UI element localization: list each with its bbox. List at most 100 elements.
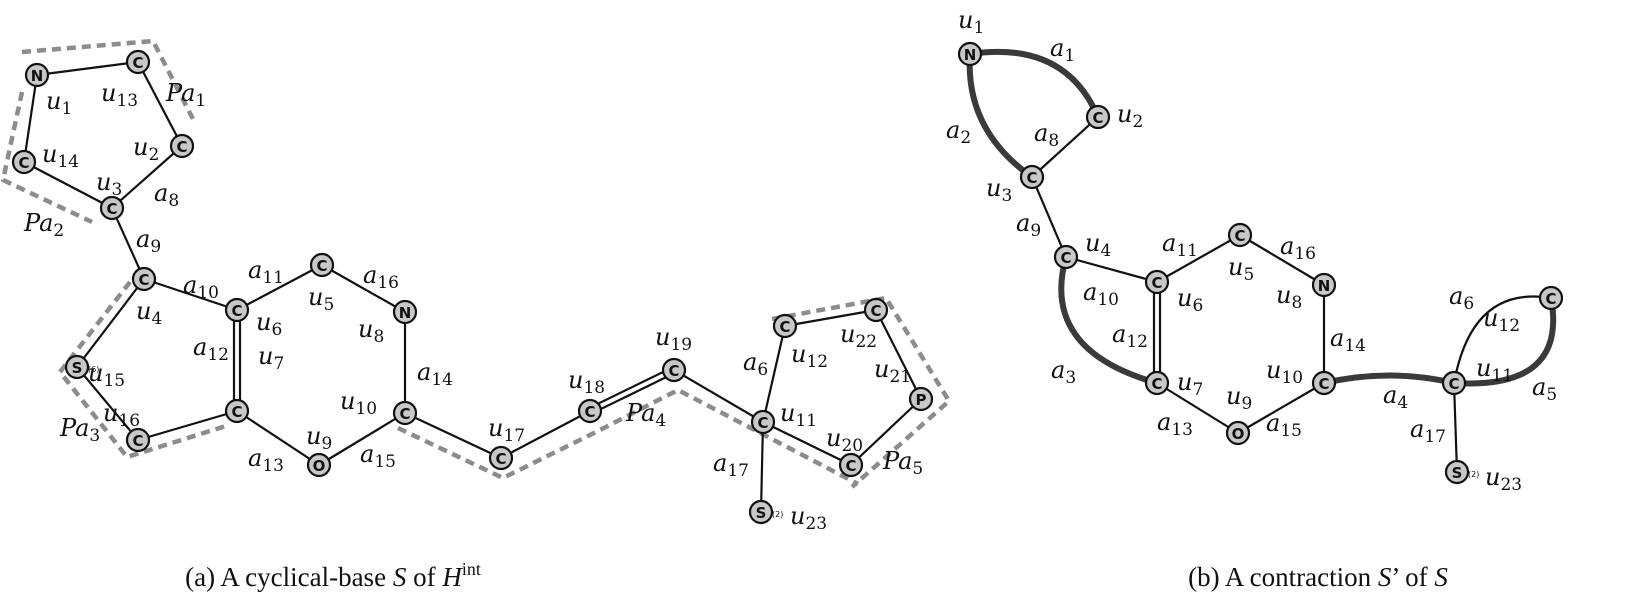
- svg-text:S: S: [756, 504, 767, 522]
- panel-a-label-a16: a16: [363, 261, 399, 293]
- panel-b-contracted-path: [967, 48, 1101, 120]
- svg-text:O: O: [1232, 425, 1245, 443]
- panel-a-label-u19: u19: [655, 323, 692, 355]
- panel-b-atom-u12: C: [1538, 285, 1564, 311]
- panel-b-atom-u7: C: [1144, 370, 1170, 396]
- panel-a-label-u10: u10: [340, 387, 377, 419]
- panel-b-label-u1: u1: [958, 6, 984, 38]
- panel-b-label-a8: a8: [1034, 119, 1059, 151]
- svg-text:C: C: [1234, 227, 1245, 245]
- panel-b-atom-u9: O: [1225, 420, 1251, 446]
- panel-a-label-u15: u15: [88, 359, 125, 391]
- svg-text:C: C: [1545, 290, 1556, 308]
- panel-b-label-a11: a11: [1162, 229, 1198, 261]
- svg-text:C: C: [316, 257, 327, 275]
- panel-b-label-a9: a9: [1016, 209, 1041, 241]
- panel-a-atom-u7: C: [224, 398, 250, 424]
- panel-a-label-a13: a13: [248, 444, 284, 476]
- panel-a-label-u21: u21: [874, 355, 911, 387]
- panel-a-caption: (a) A cyclical-base S of Hint: [185, 559, 481, 592]
- panel-a-label-u4: u4: [136, 297, 162, 329]
- panel-a-atom-u16: C: [125, 427, 151, 453]
- panel-a-label-a11: a11: [248, 256, 284, 288]
- svg-text:C: C: [132, 432, 143, 450]
- panel-b-bond-u9-u7: [1156, 382, 1239, 434]
- panel-a-label-a15: a15: [360, 440, 396, 472]
- panel-a-path-outline: [57, 280, 227, 460]
- svg-text:C: C: [176, 138, 187, 156]
- svg-text:C: C: [132, 54, 143, 72]
- panel-b-label-u10: u10: [1266, 356, 1303, 388]
- panel-a-label-u8: u8: [358, 315, 384, 347]
- panel-a-bonds: [22, 60, 922, 513]
- panel-a-label-u17: u17: [488, 414, 525, 446]
- panel-a-atom-u6: C: [224, 297, 250, 323]
- panel-a-label-u18: u18: [568, 366, 605, 398]
- panel-a-atom-u2: C: [169, 133, 195, 159]
- panel-a-label-u23: u23: [790, 502, 827, 534]
- panel-b-label-a12: a12: [1112, 320, 1148, 352]
- panel-a-atom-u13: C: [125, 49, 151, 75]
- panel-a-atom-u12: C: [772, 313, 798, 339]
- panel-a-label-a8: a8: [154, 179, 179, 211]
- svg-text:C: C: [668, 362, 679, 380]
- panel-b-contracted-path: [1451, 295, 1557, 387]
- panel-a-bond-u4-u6: [143, 277, 238, 312]
- panel-a-bond-u16-u7: [137, 409, 238, 442]
- panel-a-bond-u12-u22: [784, 308, 877, 328]
- panel-b-bond-u6-u5: [1156, 234, 1241, 283]
- panel-a-label-u22: u22: [840, 320, 877, 352]
- panel-a-label-u9: u9: [306, 422, 332, 454]
- panel-b-atom-u4: C: [1053, 244, 1079, 270]
- panel-a-bond-u21-u20: [850, 398, 922, 466]
- panel-a-bond-u15-u16: [76, 366, 139, 441]
- panel-a-label-Pa4: Pa4: [625, 399, 666, 431]
- panel-b-label-a13: a13: [1157, 408, 1193, 440]
- panel-a-bond-u20-u11: [762, 421, 852, 466]
- panel-a-label-Pa2: Pa2: [23, 209, 64, 241]
- panel-b-label-u8: u8: [1276, 281, 1302, 313]
- svg-text:C: C: [1060, 249, 1071, 267]
- svg-text:S: S: [1452, 464, 1463, 482]
- panel-a-atom-u17: C: [488, 445, 514, 471]
- panel-b-label-a6: a6: [1449, 282, 1474, 314]
- panel-b-atom-u11: C: [1441, 370, 1467, 396]
- panel-b-label-u23: u23: [1485, 463, 1522, 495]
- panel-b-bond-arc: [1452, 295, 1552, 384]
- panel-b-atom-u10: C: [1311, 370, 1337, 396]
- panel-a-label-Pa1: Pa1: [165, 79, 206, 111]
- panel-b-label-u2: u2: [1117, 100, 1143, 132]
- panel-a-atom-u21: P: [908, 386, 934, 412]
- panel-b-caption: (b) A contraction S’ of S: [1188, 562, 1448, 592]
- svg-text:C: C: [845, 457, 856, 475]
- panel-b-atom-u2: C: [1085, 104, 1111, 130]
- panel-b-label-a10: a10: [1083, 278, 1119, 310]
- svg-text:C: C: [870, 302, 881, 320]
- panel-a-label-u12: u12: [791, 340, 828, 372]
- panel-a-double-bond-u18-u19: [590, 371, 676, 415]
- panel-a-label-u7: u7: [258, 342, 284, 374]
- panel-b-bond-u4-u6: [1065, 255, 1158, 284]
- panel-a-label-u3: u3: [96, 168, 122, 200]
- panel-b-bond-u3-u4: [1030, 176, 1068, 258]
- panel-a-atom-u1: N: [24, 62, 50, 88]
- svg-text:C: C: [1092, 109, 1103, 127]
- panel-a-atom-u14: C: [11, 149, 37, 175]
- panel-b-atom-u23: S (2): [1444, 459, 1479, 485]
- panel-a-bond-u11-u23: [759, 421, 765, 513]
- svg-text:(2): (2): [1468, 470, 1479, 479]
- panel-a-bond-u10-u17: [404, 412, 502, 459]
- panel-a-bond-u6-u5: [236, 264, 323, 311]
- svg-text:C: C: [138, 271, 149, 289]
- panel-b-label-a5: a5: [1532, 373, 1557, 405]
- panel-b-label-u11: u11: [1476, 354, 1513, 386]
- panel-a-label-u13: u13: [101, 79, 138, 111]
- panel-b-label-a1: a1: [1050, 34, 1075, 66]
- panel-a-bond-u11-u12: [761, 325, 787, 423]
- panel-a-label-u11: u11: [780, 399, 817, 431]
- panel-a-label-u16: u16: [103, 399, 140, 431]
- panel-b-contracted-path: [1321, 372, 1457, 386]
